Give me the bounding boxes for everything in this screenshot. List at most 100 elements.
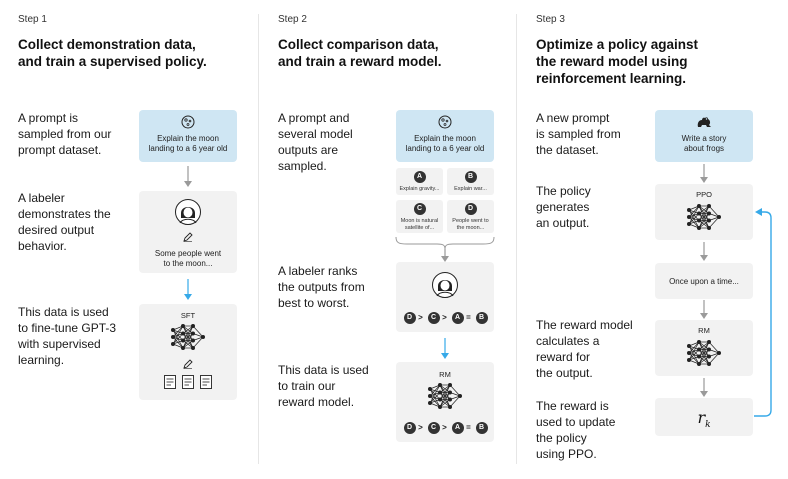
step1-desc-prompt: A prompt is sampled from our prompt data… bbox=[18, 110, 111, 158]
step3-title: Optimize a policy against the reward mod… bbox=[536, 36, 698, 87]
nn-edge bbox=[708, 216, 720, 229]
rank-operator: > bbox=[418, 313, 423, 322]
nn-edge bbox=[688, 213, 700, 225]
nn-edge bbox=[698, 341, 710, 365]
prompt-line: landing to a 6 year old bbox=[148, 144, 228, 153]
neural-network-icon bbox=[687, 204, 721, 230]
nn-edge bbox=[439, 399, 451, 408]
output-card-d: D People went to the moon... bbox=[447, 200, 494, 233]
nn-node bbox=[697, 204, 701, 208]
nn-node bbox=[717, 351, 721, 355]
step2-prompt-text: Explain the moon landing to a 6 year old bbox=[396, 134, 494, 154]
reward-symbol: rk bbox=[655, 408, 753, 430]
desc-line: to train our bbox=[278, 379, 336, 393]
labeler-avatar-icon bbox=[432, 272, 458, 298]
nn-edge bbox=[698, 213, 710, 229]
nn-node bbox=[717, 215, 721, 219]
desc-line: A labeler ranks bbox=[278, 264, 358, 278]
nn-edge bbox=[439, 392, 451, 408]
output-card-a: A Explain gravity... bbox=[396, 168, 443, 195]
rm-label: RM bbox=[698, 326, 710, 335]
step3-label: Step 3 bbox=[536, 14, 565, 25]
output-line: satellite of... bbox=[404, 225, 435, 231]
nn-edge bbox=[172, 325, 184, 338]
nn-edge bbox=[182, 325, 194, 334]
step1-title: Collect demonstration data, and train a … bbox=[18, 36, 207, 70]
nn-node bbox=[181, 338, 185, 343]
step3-desc-prompt: A new prompt is sampled from the dataset… bbox=[536, 110, 621, 158]
nn-node bbox=[687, 344, 691, 348]
nn-edge bbox=[698, 341, 710, 350]
nn-edge bbox=[708, 205, 720, 218]
desc-line: the outputs from bbox=[278, 280, 365, 294]
nn-node bbox=[191, 338, 195, 343]
desc-line: This data is used bbox=[18, 305, 109, 319]
step1-prompt-text: Explain the moon landing to a 6 year old bbox=[139, 134, 237, 154]
nn-edge bbox=[698, 220, 710, 229]
nn-edge bbox=[182, 325, 194, 341]
nn-edge bbox=[688, 205, 700, 225]
rank-badge: C bbox=[427, 422, 440, 434]
column-divider-2 bbox=[516, 14, 517, 464]
nn-node bbox=[707, 362, 711, 366]
neural-network-icon bbox=[687, 340, 721, 366]
ranking-row: D>C>A=B bbox=[396, 312, 494, 324]
nn-node bbox=[697, 354, 701, 359]
desc-line: learning. bbox=[18, 353, 65, 367]
step3-prompt-text: Write a story about frogs bbox=[655, 134, 753, 154]
nn-edge bbox=[439, 384, 451, 393]
output-line: Explain war... bbox=[454, 186, 487, 192]
step3-prompt-card: Write a story about frogs bbox=[655, 110, 753, 162]
arrow-down-icon bbox=[184, 166, 192, 187]
nn-node bbox=[697, 218, 701, 223]
step1-desc-finetune: This data is used to fine-tune GPT-3 wit… bbox=[18, 304, 116, 368]
pencil-icon bbox=[183, 359, 193, 369]
frog-icon bbox=[697, 117, 711, 127]
nn-node bbox=[428, 401, 432, 405]
nn-edge bbox=[439, 384, 451, 408]
desc-line: demonstrates the bbox=[18, 207, 111, 221]
labeler-avatar-icon bbox=[175, 199, 201, 225]
nn-node bbox=[697, 211, 701, 216]
output-line: People went to bbox=[452, 218, 489, 224]
reward-k: k bbox=[705, 420, 711, 431]
feedback-loop-arrow bbox=[754, 208, 772, 417]
sft-label: SFT bbox=[180, 311, 196, 320]
desc-line: the policy bbox=[536, 431, 587, 445]
step3-title-line1: Optimize a policy against bbox=[536, 37, 699, 52]
pencil-icon bbox=[183, 232, 193, 242]
desc-line: sampled from our bbox=[18, 127, 112, 141]
nn-node bbox=[687, 222, 691, 226]
step2-prompt-card: Explain the moon landing to a 6 year old bbox=[396, 110, 494, 162]
nn-edge bbox=[449, 395, 461, 408]
nn-node bbox=[448, 383, 452, 387]
step2-title-line1: Collect comparison data, bbox=[278, 37, 439, 52]
nn-node bbox=[707, 211, 711, 216]
output-line: Explain gravity... bbox=[399, 186, 440, 192]
ranking-row: D>C>A=B bbox=[396, 422, 494, 434]
desc-line: an output. bbox=[536, 216, 590, 230]
document-icon bbox=[200, 375, 212, 389]
prompt-line: landing to a 6 year old bbox=[405, 144, 485, 153]
nn-node bbox=[687, 208, 691, 212]
document-icon bbox=[182, 375, 194, 389]
step2-title-line2: and train a reward model. bbox=[278, 54, 442, 69]
desc-line: The reward is bbox=[536, 399, 609, 413]
step1-labeler-card: Some people went to the moon... bbox=[139, 191, 237, 273]
desc-line: reward model. bbox=[278, 395, 355, 409]
desc-line: with supervised bbox=[18, 337, 101, 351]
desc-line: using PPO. bbox=[536, 447, 597, 461]
rank-badge: A bbox=[451, 422, 464, 434]
step3-desc-reward: The reward is used to update the policy … bbox=[536, 398, 615, 462]
desc-line: calculates a bbox=[536, 334, 600, 348]
step1-desc-labeler: A labeler demonstrates the desired outpu… bbox=[18, 190, 111, 254]
step3-output-card: Once upon a time... bbox=[655, 263, 753, 299]
step3-rm-card: RM bbox=[655, 320, 753, 376]
nn-node bbox=[697, 340, 701, 344]
nn-edge bbox=[429, 392, 441, 404]
output-text: Once upon a time... bbox=[669, 277, 739, 286]
nn-node bbox=[707, 204, 711, 208]
reward-r: r bbox=[697, 408, 706, 427]
arrow-down-icon bbox=[184, 279, 192, 300]
prompt-line: Explain the moon bbox=[157, 134, 219, 143]
